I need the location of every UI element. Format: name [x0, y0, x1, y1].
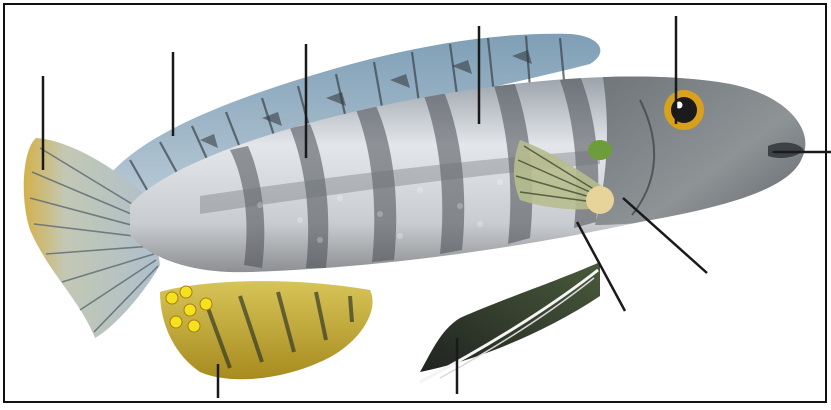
- fish-body: [130, 60, 818, 272]
- pelvic-fin: [420, 262, 600, 382]
- anal-fin: [160, 281, 373, 379]
- eye: [664, 90, 704, 130]
